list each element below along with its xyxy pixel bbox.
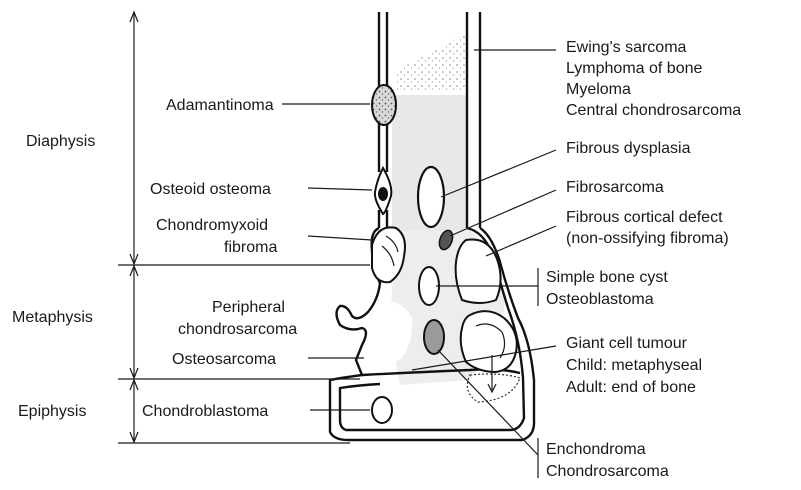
ewing-stipple-region — [396, 30, 470, 93]
label-fcd-1: Fibrous cortical defect — [566, 209, 723, 226]
label-peripheral-2: chondrosarcoma — [178, 321, 297, 338]
label-osteosarcoma: Osteosarcoma — [172, 351, 276, 368]
giant-cell-tumour-lesion — [461, 311, 517, 372]
label-osteoid-osteoma: Osteoid osteoma — [150, 181, 271, 198]
label-chondrosarcoma: Chondrosarcoma — [546, 463, 669, 480]
label-fibrosarcoma: Fibrosarcoma — [566, 179, 664, 196]
label-chondromyxoid-2: fibroma — [224, 239, 277, 256]
osteoid-osteoma-leader — [308, 188, 372, 190]
label-enchondroma: Enchondroma — [546, 441, 646, 458]
label-adamantinoma: Adamantinoma — [166, 97, 274, 114]
osteoid-osteoma-nidus — [378, 187, 388, 201]
label-simple-bone-cyst: Simple bone cyst — [546, 269, 668, 286]
adamantinoma-lesion — [372, 85, 396, 125]
fibrous-dysplasia-lesion — [418, 167, 444, 227]
label-central-chondrosarcoma: Central chondrosarcoma — [566, 102, 741, 119]
label-lymphoma: Lymphoma of bone — [566, 60, 702, 77]
label-peripheral-1: Peripheral — [212, 299, 285, 316]
label-adult-end-of-bone: Adult: end of bone — [566, 379, 696, 396]
fcd-leader — [486, 226, 556, 256]
chondromyxoid-leader — [308, 236, 372, 240]
label-osteoblastoma: Osteoblastoma — [546, 291, 654, 308]
enchondroma-lesion — [424, 320, 444, 354]
label-fcd-2: (non-ossifying fibroma) — [566, 230, 729, 247]
label-chondroblastoma: Chondroblastoma — [142, 403, 268, 420]
label-ewings-sarcoma: Ewing's sarcoma — [566, 39, 687, 56]
label-diaphysis: Diaphysis — [26, 133, 95, 150]
label-epiphysis: Epiphysis — [18, 403, 86, 420]
label-metaphysis: Metaphysis — [12, 309, 93, 326]
label-child-metaphyseal: Child: metaphyseal — [566, 357, 702, 374]
chondroblastoma-lesion — [372, 397, 392, 423]
label-giant-cell-tumour: Giant cell tumour — [566, 335, 688, 352]
label-fibrous-dysplasia: Fibrous dysplasia — [566, 140, 691, 157]
label-chondromyxoid-1: Chondromyxoid — [156, 217, 268, 234]
fibrous-cortical-defect-lesion — [456, 239, 501, 303]
label-myeloma: Myeloma — [566, 81, 631, 98]
bone-illustration — [330, 12, 534, 440]
